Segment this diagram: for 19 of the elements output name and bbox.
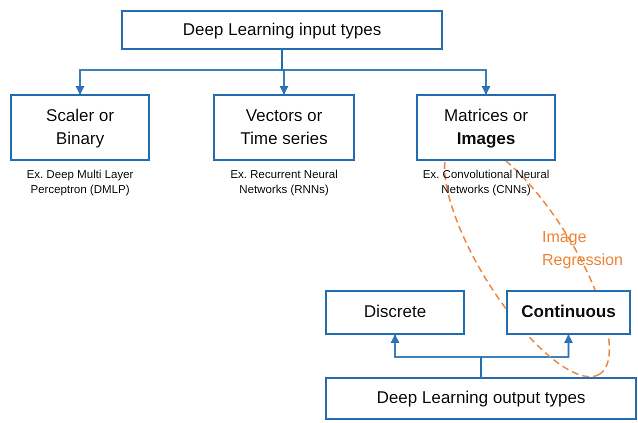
example-caption: Ex. Deep Multi Layer Perceptron (DMLP) xyxy=(26,168,134,198)
box-label: Deep Learning output types xyxy=(376,387,586,410)
annotation-text: Image Regression xyxy=(542,228,624,272)
arrow xyxy=(480,334,573,377)
box-label: Vectors or Time series xyxy=(239,105,329,150)
category-box xyxy=(10,94,150,161)
box-label: Matrices or Images xyxy=(442,105,530,150)
box-label: Deep Learning input types xyxy=(182,18,382,41)
category-box xyxy=(325,290,465,335)
category-box xyxy=(213,94,355,161)
box-label: Discrete xyxy=(364,301,426,324)
category-box xyxy=(506,290,631,335)
box-label: Scaler or Binary xyxy=(44,105,116,150)
example-caption: Ex. Recurrent Neural Networks (RNNs) xyxy=(229,168,339,198)
box-label: Continuous xyxy=(521,301,616,324)
category-box xyxy=(325,377,637,420)
category-box xyxy=(121,10,443,50)
category-box xyxy=(416,94,556,161)
arrow xyxy=(281,50,490,95)
